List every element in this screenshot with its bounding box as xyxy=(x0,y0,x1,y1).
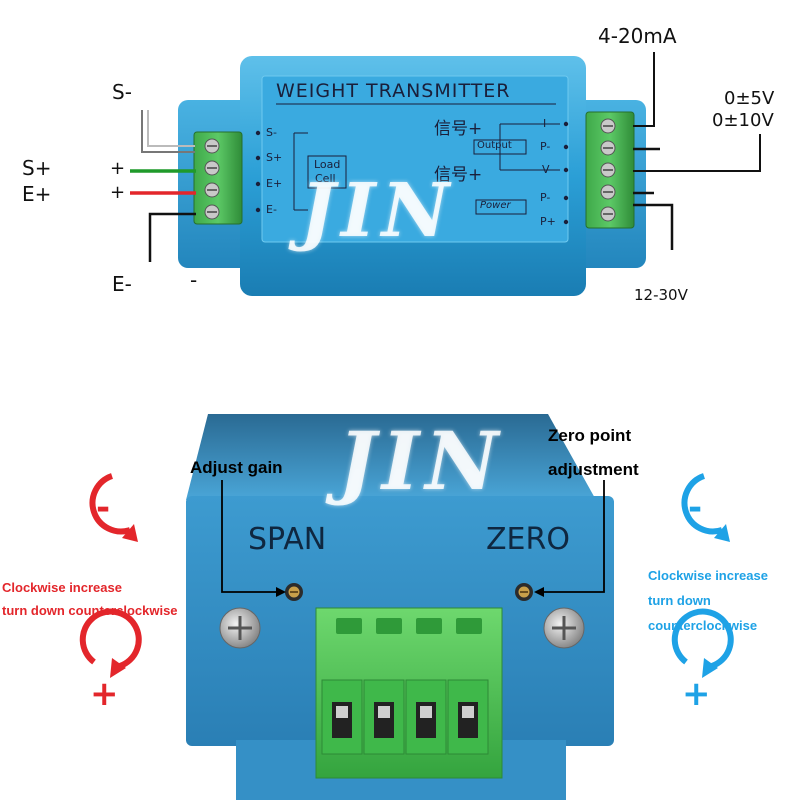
enclosure-top xyxy=(186,414,596,500)
front-svg xyxy=(79,414,734,800)
label-e-plus: E+ xyxy=(22,182,52,206)
wire-power xyxy=(633,203,674,250)
wiring-svg xyxy=(130,52,761,296)
red-plus-sign: + xyxy=(90,674,119,714)
adjust-gain-label: Adjust gain xyxy=(190,458,283,477)
wire-black-e-minus xyxy=(148,212,196,262)
blue-minus-sign: - xyxy=(688,488,703,528)
left-terminal-block xyxy=(193,131,243,225)
device-title: WEIGHT TRANSMITTER xyxy=(276,80,511,102)
label-s-minus: S- xyxy=(112,80,132,104)
label-e-minus: E- xyxy=(112,272,132,296)
zero-point-pointer xyxy=(542,480,605,593)
pin-v: V xyxy=(542,163,550,176)
right-note-line-1: Clockwise increase xyxy=(648,568,768,583)
label-s-plus: S+ xyxy=(22,156,52,180)
pin-p-minus-2: P- xyxy=(540,191,551,204)
signal-label-2: 信号+ xyxy=(434,165,483,185)
adjust-gain-pointer xyxy=(221,480,278,593)
blue-clockwise-icon xyxy=(671,608,734,678)
signal-label-1: 信号+ xyxy=(434,119,483,139)
right-note-line-3: counterclockwise xyxy=(648,618,758,633)
red-clockwise-icon xyxy=(79,608,142,678)
zero-point-label-1: Zero point xyxy=(548,426,632,445)
blue-counterclockwise-icon xyxy=(681,473,730,542)
label-voltage-output-2: 0±10V xyxy=(712,110,774,131)
pin-p-plus: P+ xyxy=(540,215,556,228)
left-note-line-1: Clockwise increase xyxy=(2,580,122,595)
label-current-output: 4-20mA xyxy=(598,24,677,48)
left-note-line-2: turn down counterclockwise xyxy=(2,603,178,618)
zero-label: ZERO xyxy=(486,522,570,557)
load-cell-label-2: Cell xyxy=(315,172,336,185)
span-label: SPAN xyxy=(248,522,327,557)
wire-s-minus xyxy=(141,110,195,153)
blue-plus-sign: + xyxy=(682,674,711,714)
red-minus-sign: - xyxy=(96,488,111,528)
pin-i: I xyxy=(543,117,547,130)
power-label: Power xyxy=(480,200,511,211)
watermark-top: JIN xyxy=(300,168,456,254)
pin-s-minus: S- xyxy=(266,126,277,139)
pin-p-minus-1: P- xyxy=(540,140,551,153)
wire-voltage-output xyxy=(633,134,761,172)
wire-current-output xyxy=(633,52,655,127)
watermark-bottom: JIN xyxy=(338,414,505,508)
label-plus-green: + xyxy=(110,158,126,179)
label-supply-voltage: 12-30V xyxy=(634,286,688,304)
label-voltage-output-1: 0±5V xyxy=(724,88,775,109)
red-counterclockwise-icon xyxy=(89,473,138,542)
pin-e-minus: E- xyxy=(266,203,277,216)
output-label: Output xyxy=(477,140,512,151)
right-note-line-2: turn down xyxy=(648,593,711,608)
label-plus-red: + xyxy=(110,182,126,203)
load-cell-label-1: Load xyxy=(314,158,341,171)
zero-point-label-2: adjustment xyxy=(548,460,639,479)
pin-s-plus: S+ xyxy=(266,151,283,164)
label-minus: - xyxy=(190,268,198,292)
pin-e-plus: E+ xyxy=(266,177,283,190)
